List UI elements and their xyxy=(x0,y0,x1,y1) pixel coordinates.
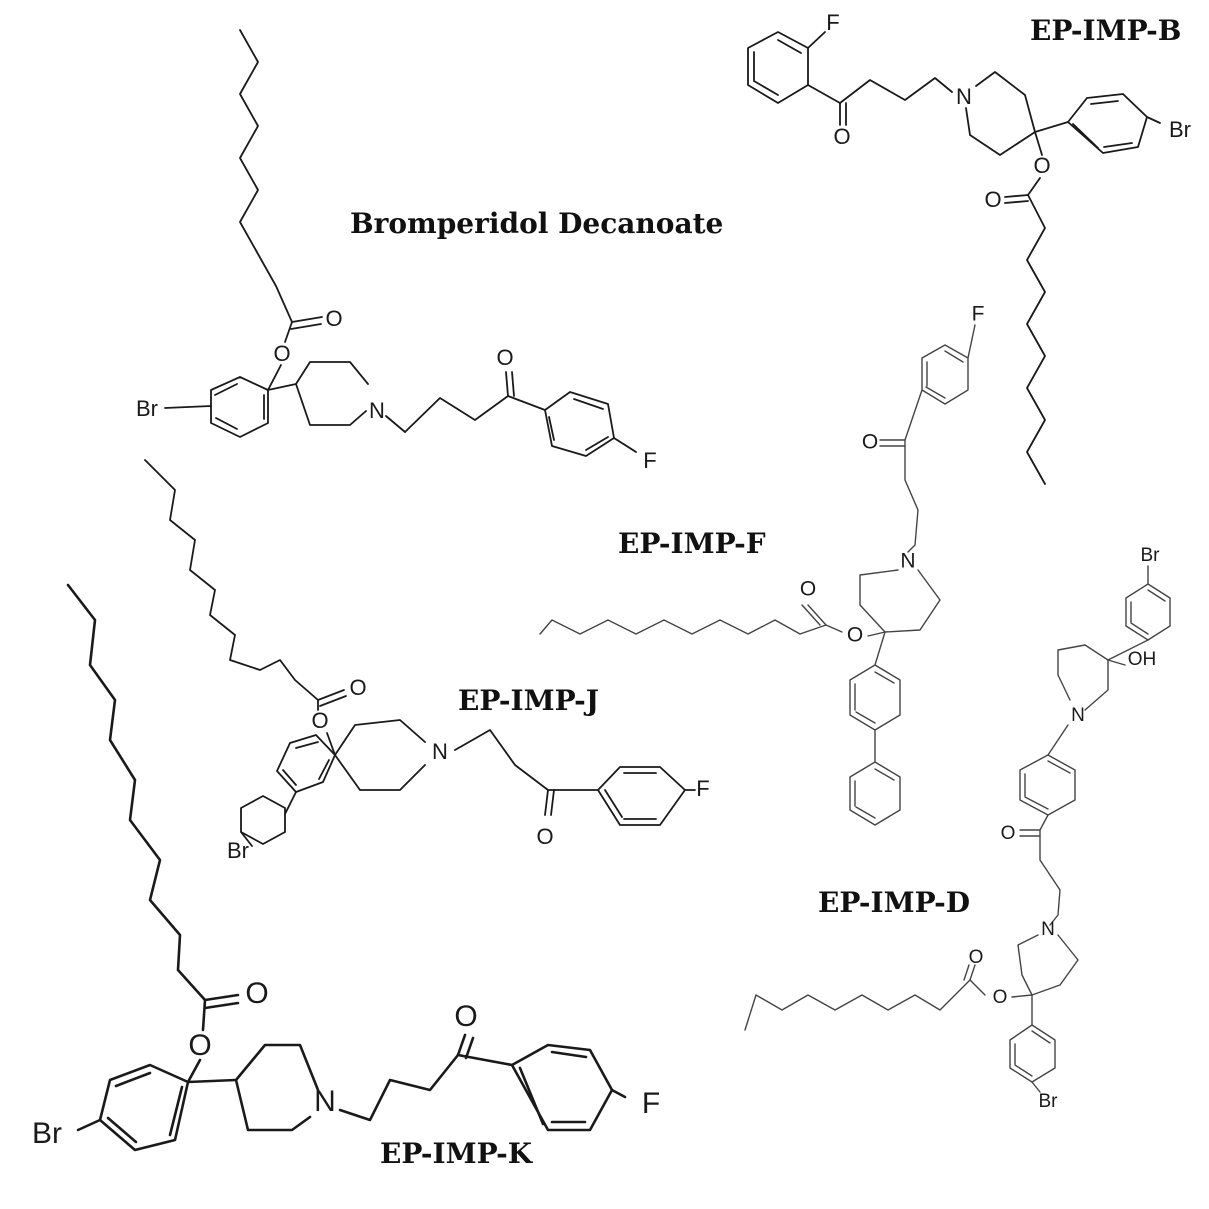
atom-br-top: Br xyxy=(1141,545,1161,566)
atom-f: F xyxy=(696,776,709,801)
atom-o-ester: O xyxy=(311,708,328,733)
atom-o-ester: O xyxy=(188,1029,211,1062)
atom-f: F xyxy=(642,1087,660,1120)
atom-n: N xyxy=(900,550,915,573)
atom-n: N xyxy=(1041,919,1055,940)
structure-ep-imp-b: F O N Br O O EP-IMP-B xyxy=(747,10,1191,485)
atom-o-ketone: O xyxy=(496,345,513,370)
atom-o-carbonyl: O xyxy=(969,947,984,968)
atom-o-carbonyl: O xyxy=(800,578,816,601)
atom-br: Br xyxy=(1169,117,1191,142)
structure-title: EP-IMP-B xyxy=(1030,14,1181,47)
atom-n: N xyxy=(314,1085,336,1118)
atom-o-ester: O xyxy=(1033,153,1050,178)
structure-ep-imp-j: O O N F O Br EP-IMP-J xyxy=(144,459,710,863)
atom-o-ester: O xyxy=(993,987,1008,1008)
atom-br: Br xyxy=(136,396,158,421)
structure-title: EP-IMP-K xyxy=(380,1137,534,1170)
atom-f: F xyxy=(643,448,656,473)
atom-o-carbonyl: O xyxy=(349,675,366,700)
atom-o-carbonyl: O xyxy=(245,977,268,1010)
atom-o-ketone: O xyxy=(1001,823,1016,844)
structure-ep-imp-k: O O O F Br N EP-IMP-K xyxy=(32,583,660,1170)
atom-o-ketone: O xyxy=(454,1000,477,1033)
structure-bromperidol-decanoate: O O Br N O F Bromperidol Decanoate xyxy=(136,29,723,473)
atom-o-carbonyl: O xyxy=(984,187,1001,212)
structure-title: EP-IMP-F xyxy=(618,527,766,560)
structure-title: EP-IMP-J xyxy=(458,684,599,717)
atom-o-ester: O xyxy=(273,341,290,366)
atom-oh: OH xyxy=(1128,649,1157,670)
atom-o-ketone: O xyxy=(862,431,878,454)
atom-o-ketone: O xyxy=(536,824,553,849)
atom-f: F xyxy=(826,10,839,35)
atom-o-ketone: O xyxy=(833,124,850,149)
atom-n: N xyxy=(432,739,448,764)
atom-n-top: N xyxy=(1071,705,1085,726)
atom-br: Br xyxy=(32,1117,62,1150)
atom-br-bottom: Br xyxy=(1039,1091,1059,1112)
structure-ep-imp-d: Br OH N O N O O Br EP-IMP-D xyxy=(744,545,1171,1112)
atom-o-carbonyl: O xyxy=(325,306,342,331)
structure-ep-imp-f: F O N O O EP-IMP-F xyxy=(539,303,985,826)
atom-o-ester: O xyxy=(847,624,863,647)
structure-title: EP-IMP-D xyxy=(818,886,970,919)
structure-title: Bromperidol Decanoate xyxy=(350,207,723,240)
atom-n: N xyxy=(956,84,972,109)
atom-f: F xyxy=(972,303,985,326)
atom-n: N xyxy=(369,398,385,423)
atom-br: Br xyxy=(227,838,249,863)
